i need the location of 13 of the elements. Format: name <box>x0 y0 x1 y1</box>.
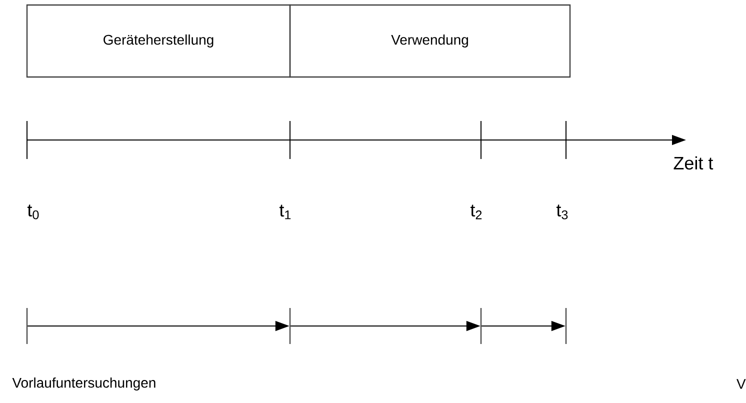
axis-label: Zeit t <box>674 156 714 170</box>
tick-mark <box>289 307 291 345</box>
tick-mark <box>26 307 28 345</box>
tick-mark <box>480 307 482 345</box>
phase-box: Geräteherstellung <box>26 4 291 78</box>
time-label: t$_{0}$ <box>27 204 39 220</box>
tick-mark <box>565 307 567 345</box>
time-label: t$_{1}$ <box>279 204 291 220</box>
caption-text: V <box>736 379 746 389</box>
phase-box: Verwendung <box>289 4 571 78</box>
time-label: t$_{2}$ <box>470 204 482 220</box>
time-label: t$_{3}$ <box>556 204 568 220</box>
caption-text: Vorlaufuntersuchungen <box>12 377 156 390</box>
